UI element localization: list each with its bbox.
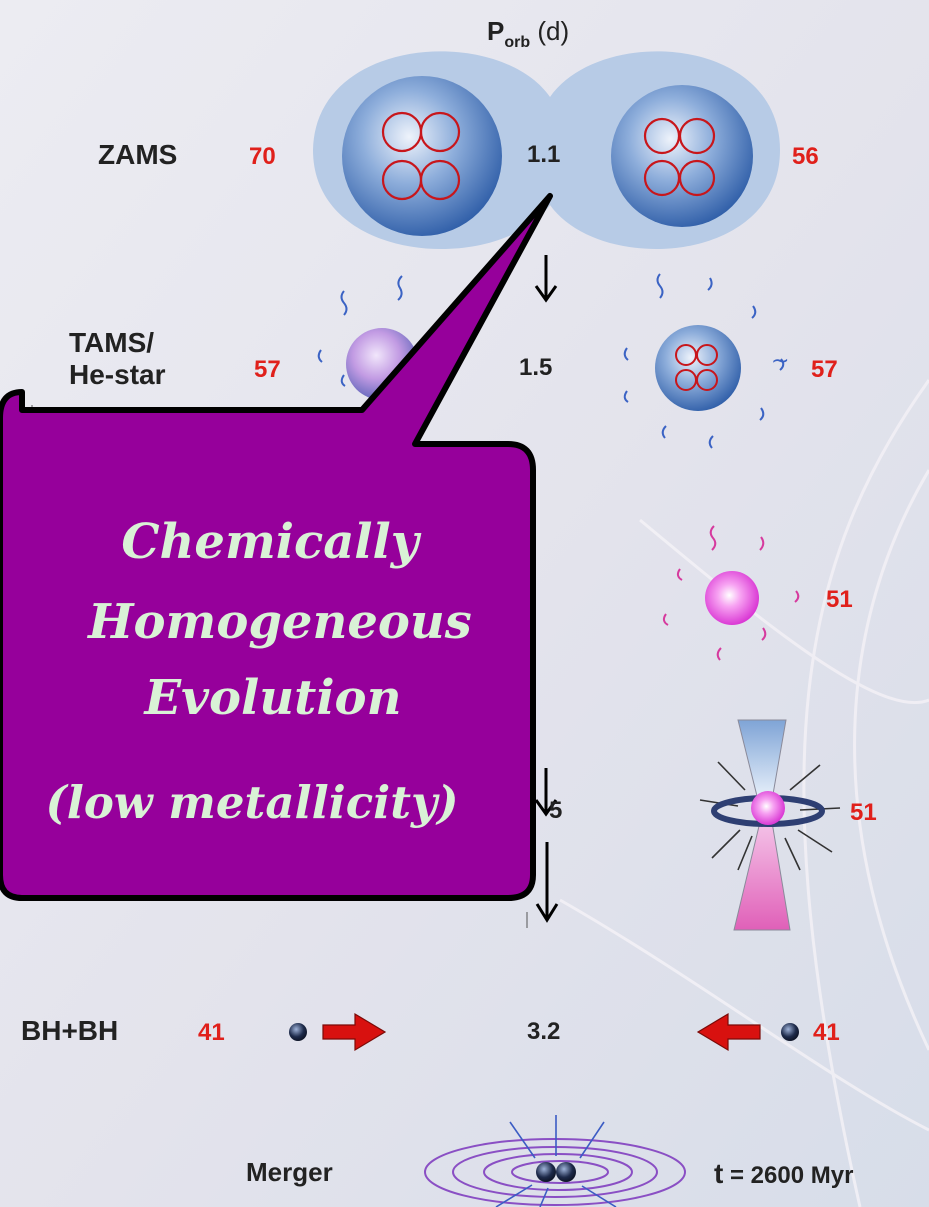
callout-line-1: Chemically: [121, 514, 419, 570]
mass-primary-bh: 41: [198, 1019, 225, 1046]
wind-primary-icon: [317, 275, 403, 387]
mixing-cells-tams-icon: [675, 344, 718, 391]
merging-black-hole-1: [536, 1162, 556, 1182]
porb-unit: (d): [537, 16, 570, 46]
merger-graphic: [424, 1115, 686, 1207]
black-hole-primary: [289, 1023, 307, 1041]
mass-secondary-wr: 51: [826, 586, 853, 613]
merging-black-hole-2: [556, 1162, 576, 1182]
black-hole-secondary: [781, 1023, 799, 1041]
stage-label-bhbh: BH+BH: [21, 1015, 119, 1046]
time-symbol: t: [714, 1158, 724, 1189]
porb-subscript: orb: [504, 34, 531, 51]
down-arrows: [534, 255, 559, 923]
collapse: [699, 719, 841, 931]
porb-tams: 1.5: [519, 354, 553, 381]
zams-star-secondary: [611, 85, 753, 227]
wr-wind-icon: [662, 525, 800, 661]
arrow-down-icon: [534, 255, 558, 303]
stage-label-tams-line2: He-star: [69, 359, 166, 390]
porb-symbol: P: [487, 16, 505, 46]
mixing-cells-primary-icon: [381, 111, 461, 201]
time-value: = 2600 Myr: [730, 1162, 854, 1189]
wind-secondary-icon: [623, 273, 785, 449]
mass-primary-tams: 57: [254, 356, 281, 383]
tams-star-secondary: [655, 325, 741, 411]
zams-star-primary: [342, 76, 502, 236]
gravitational-waves-icon: [424, 1138, 686, 1206]
mass-secondary-zams: 56: [792, 143, 819, 170]
orbital-period-header: Porb (d): [487, 16, 570, 51]
mixing-cells-secondary-icon: [643, 117, 716, 197]
porb-zams: 1.1: [527, 141, 561, 168]
merger-time: t = 2600 Myr: [714, 1158, 853, 1190]
wr-star: [662, 525, 800, 661]
porb-collapse-partial: 5: [549, 797, 563, 824]
collapse-core: [751, 791, 785, 825]
arrow-down-icon: [535, 842, 559, 923]
stage-label-zams: ZAMS: [98, 139, 178, 170]
callout-bubble: [0, 193, 553, 901]
callout-line-2: Homogeneous: [88, 594, 472, 650]
mass-secondary-bh: 41: [813, 1019, 840, 1046]
wr-star-core: [705, 571, 759, 625]
arrow-down-icon: [534, 768, 558, 817]
svg-text:~: ~: [771, 349, 789, 374]
callout-line-3: Evolution: [144, 670, 402, 726]
stage-label-tams-line1: TAMS/: [69, 327, 155, 358]
mass-primary-zams: 70: [249, 143, 276, 170]
bh-binary: [289, 1012, 799, 1052]
callout-line-4: (low metallicity): [45, 776, 459, 829]
inspiral-arrow-right-icon: [322, 1012, 387, 1052]
stage-label-merger: Merger: [246, 1157, 333, 1187]
mass-secondary-collapse: 51: [850, 799, 877, 826]
merger-rays-icon: [495, 1115, 617, 1207]
stage-label-tams: TAMS/ He-star: [69, 327, 165, 391]
porb-bhbh: 3.2: [527, 1018, 561, 1045]
mass-secondary-tams: 57: [811, 356, 838, 383]
zams-binary: [313, 51, 780, 250]
inspiral-arrow-left-icon: [696, 1012, 761, 1052]
